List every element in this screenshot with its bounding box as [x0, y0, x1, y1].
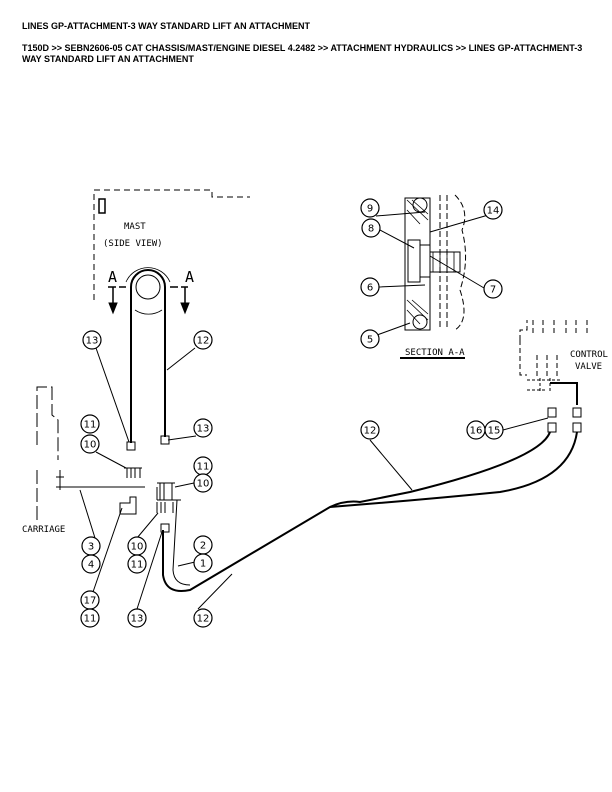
- callout-14: 14: [483, 200, 503, 220]
- svg-text:13: 13: [86, 336, 99, 347]
- svg-text:8: 8: [368, 224, 374, 235]
- mast-hose: [130, 269, 166, 443]
- svg-text:14: 14: [487, 206, 500, 217]
- svg-text:11: 11: [131, 560, 144, 571]
- callout-1: 1: [193, 553, 213, 573]
- svg-text:11: 11: [84, 614, 97, 625]
- svg-text:10: 10: [197, 479, 210, 490]
- breadcrumb: T150D >> SEBN2606-05 CAT CHASSIS/MAST/EN…: [22, 43, 583, 64]
- svg-text:7: 7: [490, 285, 496, 296]
- callout-17: 17: [80, 590, 100, 610]
- callout-13: 13: [193, 418, 213, 438]
- callout-2: 2: [193, 535, 213, 555]
- section-marker-right: A: [185, 268, 194, 286]
- svg-text:3: 3: [88, 542, 94, 553]
- hose-12: [162, 431, 551, 592]
- svg-text:10: 10: [131, 542, 144, 553]
- mast-outline: [93, 189, 250, 300]
- carriage-label: CARRIAGE: [22, 525, 65, 535]
- svg-text:1: 1: [200, 559, 206, 570]
- svg-text:12: 12: [197, 336, 210, 347]
- svg-text:17: 17: [84, 596, 97, 607]
- page-title: LINES GP-ATTACHMENT-3 WAY STANDARD LIFT …: [22, 21, 310, 31]
- callout-13: 13: [127, 608, 147, 628]
- callout-12: 12: [360, 420, 380, 440]
- callout-5: 5: [360, 329, 380, 349]
- callout-12: 12: [193, 608, 213, 628]
- svg-text:12: 12: [197, 614, 210, 625]
- callout-12: 12: [193, 330, 213, 350]
- callouts: 9 8 14 6 7 5 13 12 11 10 13 11 10 12 16 15 3 4 10 11 2 1 17 11 1…: [80, 198, 504, 628]
- control-label: CONTROL: [570, 350, 608, 360]
- callout-9: 9: [360, 198, 380, 218]
- svg-text:13: 13: [197, 424, 210, 435]
- callout-10: 10: [80, 434, 100, 454]
- callout-11: 11: [193, 456, 213, 476]
- mast-label: MAST: [124, 222, 146, 232]
- svg-text:16: 16: [470, 426, 483, 437]
- side-view-label: (SIDE VIEW): [103, 239, 163, 249]
- section-aa-label: SECTION A-A: [405, 348, 465, 358]
- svg-text:12: 12: [364, 426, 377, 437]
- hose-12b: [329, 431, 578, 508]
- svg-text:2: 2: [200, 541, 206, 552]
- callout-11: 11: [80, 608, 100, 628]
- svg-text:6: 6: [367, 283, 373, 294]
- svg-text:11: 11: [84, 420, 97, 431]
- svg-text:13: 13: [131, 614, 144, 625]
- callout-11: 11: [80, 414, 100, 434]
- svg-text:9: 9: [367, 204, 373, 215]
- callout-15: 15: [484, 420, 504, 440]
- callout-10: 10: [193, 473, 213, 493]
- svg-text:5: 5: [367, 335, 373, 346]
- callout-13: 13: [82, 330, 102, 350]
- callout-6: 6: [360, 277, 380, 297]
- section-marker-left: A: [108, 268, 117, 286]
- callout-7: 7: [483, 279, 503, 299]
- callout-3: 3: [81, 536, 101, 556]
- svg-text:4: 4: [88, 560, 94, 571]
- callout-8: 8: [361, 218, 381, 238]
- pulley: [135, 274, 161, 300]
- valve-label: VALVE: [575, 362, 602, 372]
- callout-4: 4: [81, 554, 101, 574]
- callout-16: 16: [466, 420, 486, 440]
- svg-text:10: 10: [84, 440, 97, 451]
- svg-text:15: 15: [488, 426, 501, 437]
- svg-text:11: 11: [197, 462, 210, 473]
- callout-11: 11: [127, 554, 147, 574]
- callout-10: 10: [127, 536, 147, 556]
